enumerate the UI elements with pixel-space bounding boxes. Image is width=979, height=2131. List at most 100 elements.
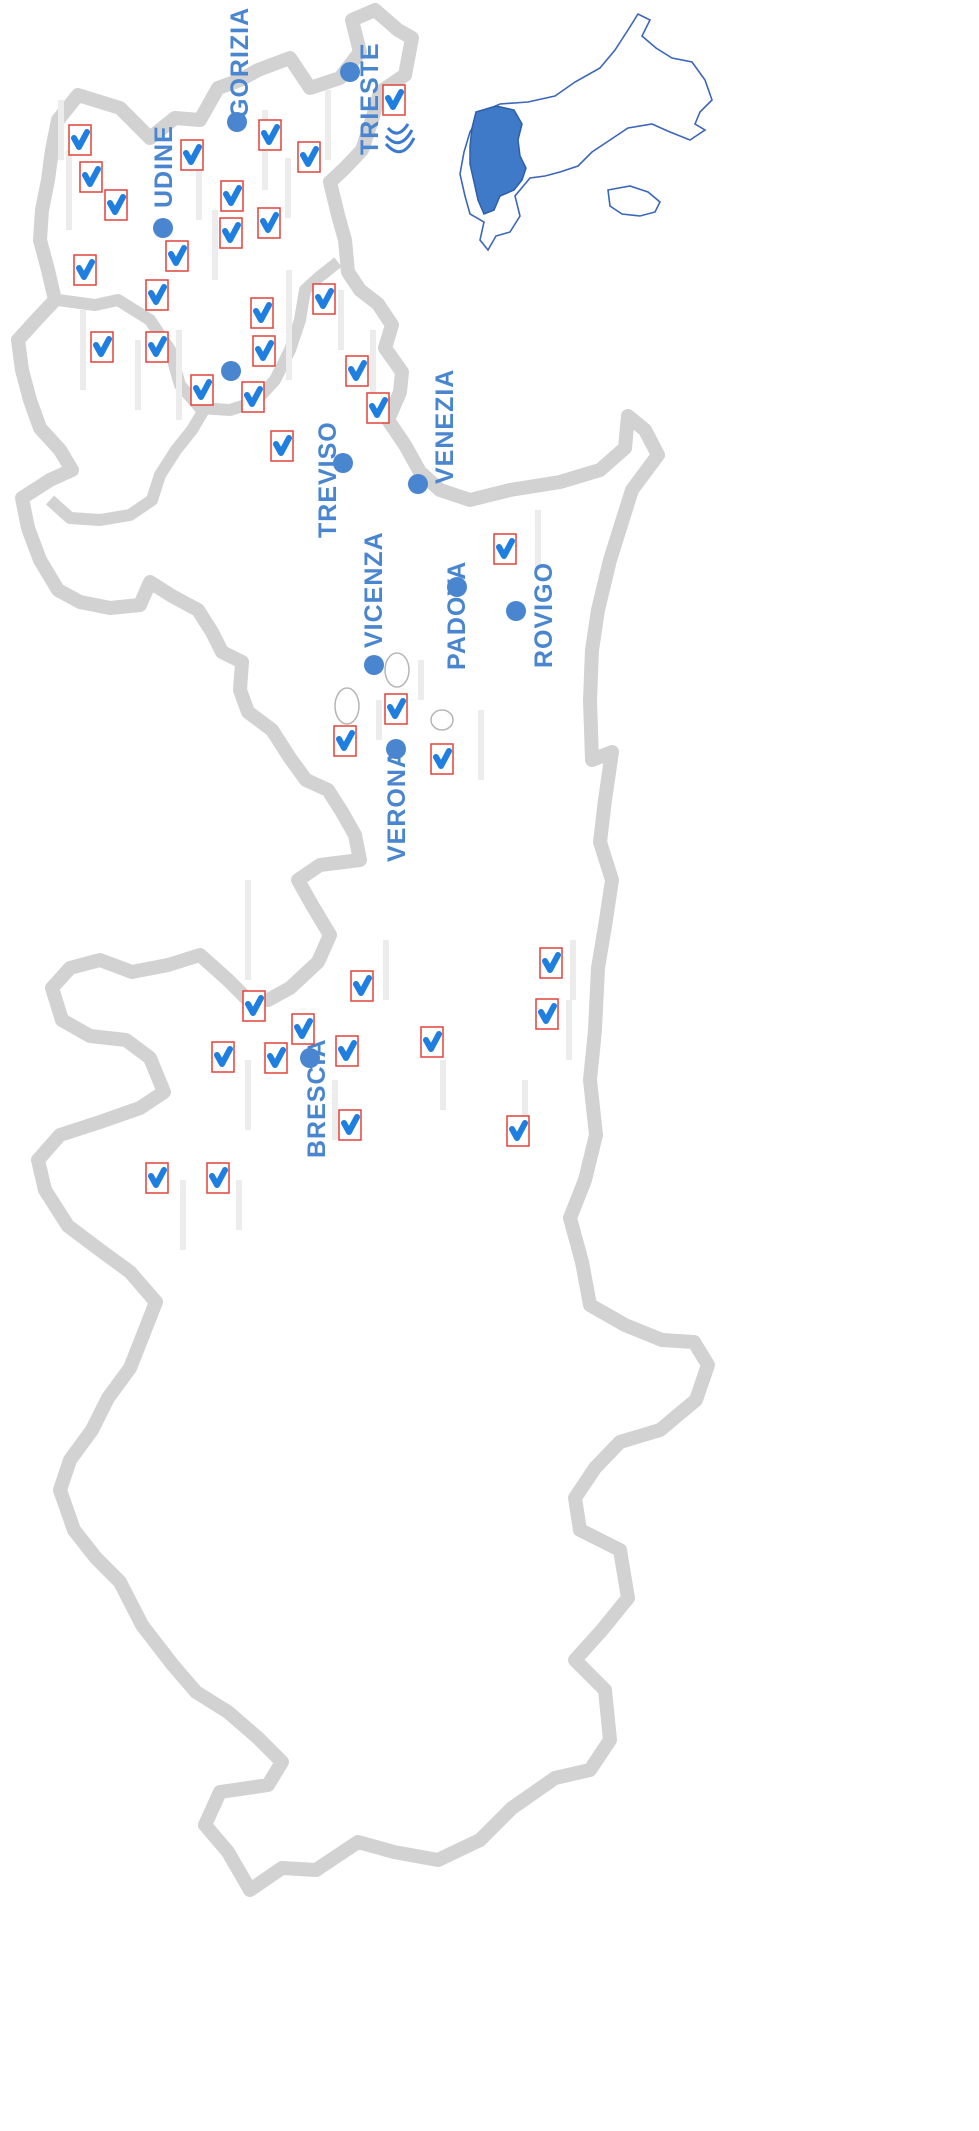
region-logo — [384, 123, 416, 154]
city-dot-rovigo — [506, 601, 526, 621]
checkmark-marker[interactable] — [297, 141, 321, 173]
checkmark-marker[interactable] — [333, 725, 357, 757]
checkmark-icon — [168, 245, 187, 266]
checkmark-icon — [267, 1047, 286, 1068]
checkmark-marker[interactable] — [506, 1115, 530, 1147]
checkmark-icon — [341, 1114, 360, 1135]
checkmark-marker[interactable] — [264, 1042, 288, 1074]
city-dot-trieste — [340, 62, 360, 82]
checkmark-marker[interactable] — [190, 374, 214, 406]
city-dot-brescia — [300, 1048, 320, 1068]
checkmark-marker[interactable] — [312, 283, 336, 315]
checkmark-marker[interactable] — [382, 84, 406, 116]
city-label-padova: PADOVA — [443, 561, 471, 670]
city-dot-verona — [386, 739, 406, 759]
checkmark-icon — [538, 1003, 557, 1024]
highlighted-area — [469, 105, 527, 215]
inner-boundary — [45, 404, 211, 526]
city-label-treviso: TREVISO — [314, 421, 342, 538]
checkmark-marker[interactable] — [68, 124, 92, 156]
checkmark-icon — [509, 1120, 528, 1141]
checkmark-marker[interactable] — [252, 335, 276, 367]
city-label-trieste: TRIESTE — [356, 42, 384, 155]
checkmark-marker[interactable] — [535, 998, 559, 1030]
checkmark-icon — [300, 146, 319, 167]
checkmark-icon — [148, 1167, 167, 1188]
region-outline — [11, 3, 715, 1897]
checkmark-marker[interactable] — [366, 392, 390, 424]
checkmark-marker[interactable] — [206, 1162, 230, 1194]
checkmark-icon — [387, 698, 406, 719]
checkmark-marker[interactable] — [211, 1041, 235, 1073]
checkmark-marker[interactable] — [219, 217, 243, 249]
city-dot-padova — [447, 577, 467, 597]
checkmark-icon — [273, 435, 292, 456]
checkmark-marker[interactable] — [291, 1013, 315, 1045]
checkmark-marker[interactable] — [104, 189, 128, 221]
city-label-gorizia: GORIZIA — [226, 7, 254, 118]
checkmark-icon — [244, 386, 263, 407]
checkmark-icon — [338, 1040, 357, 1061]
checkmark-marker[interactable] — [165, 240, 189, 272]
checkmark-icon — [223, 185, 242, 206]
checkmark-marker[interactable] — [145, 1162, 169, 1194]
checkmark-icon — [348, 360, 367, 381]
checkmark-marker[interactable] — [420, 1026, 444, 1058]
checkmark-marker[interactable] — [430, 743, 454, 775]
checkmark-marker[interactable] — [145, 331, 169, 363]
checkmark-icon — [209, 1167, 228, 1188]
city-dot-treviso — [333, 453, 353, 473]
city-dot-gorizia — [227, 112, 247, 132]
checkmark-marker[interactable] — [145, 279, 169, 311]
checkmark-marker[interactable] — [270, 430, 294, 462]
city-label-brescia: BRESCIA — [303, 1038, 331, 1158]
checkmark-icon — [423, 1031, 442, 1052]
checkmark-icon — [294, 1018, 313, 1039]
checkmark-icon — [315, 288, 334, 309]
checkmark-icon — [369, 397, 388, 418]
city-dot-venezia — [408, 474, 428, 494]
markers-layer — [68, 84, 563, 1194]
checkmark-icon — [542, 952, 561, 973]
checkmark-icon — [71, 129, 90, 150]
checkmark-marker[interactable] — [345, 355, 369, 387]
checkmark-marker[interactable] — [384, 693, 408, 725]
checkmark-marker[interactable] — [350, 970, 374, 1002]
city-label-udine: UDINE — [150, 125, 178, 208]
checkmark-icon — [245, 995, 264, 1016]
checkmark-icon — [261, 124, 280, 145]
checkmark-marker[interactable] — [241, 381, 265, 413]
city-label-venezia: VENEZIA — [431, 369, 459, 484]
checkmark-icon — [353, 975, 372, 996]
italy-inset-map — [459, 12, 713, 252]
checkmark-marker[interactable] — [242, 990, 266, 1022]
checkmark-marker[interactable] — [257, 207, 281, 239]
city-dot-vicenza — [364, 655, 384, 675]
checkmark-icon — [183, 144, 202, 165]
checkmark-icon — [148, 336, 167, 357]
checkmark-icon — [253, 302, 272, 323]
checkmark-marker[interactable] — [250, 297, 274, 329]
checkmark-marker[interactable] — [90, 331, 114, 363]
checkmark-icon — [336, 730, 355, 751]
checkmark-marker[interactable] — [335, 1035, 359, 1067]
checkmark-marker[interactable] — [539, 947, 563, 979]
checkmark-marker[interactable] — [338, 1109, 362, 1141]
checkmark-icon — [82, 166, 101, 187]
checkmark-marker[interactable] — [73, 254, 97, 286]
city-label-vicenza: VICENZA — [360, 531, 388, 648]
checkmark-marker[interactable] — [220, 180, 244, 212]
checkmark-marker[interactable] — [180, 139, 204, 171]
city-label-verona: VERONA — [383, 749, 411, 862]
checkmark-icon — [148, 284, 167, 305]
checkmark-marker[interactable] — [493, 533, 517, 565]
seal-icon — [334, 687, 360, 725]
checkmark-icon — [255, 340, 274, 361]
checkmark-marker[interactable] — [258, 119, 282, 151]
checkmark-icon — [260, 212, 279, 233]
checkmark-marker[interactable] — [79, 161, 103, 193]
checkmark-icon — [76, 259, 95, 280]
seal-icon — [430, 709, 454, 731]
checkmark-icon — [433, 748, 452, 769]
